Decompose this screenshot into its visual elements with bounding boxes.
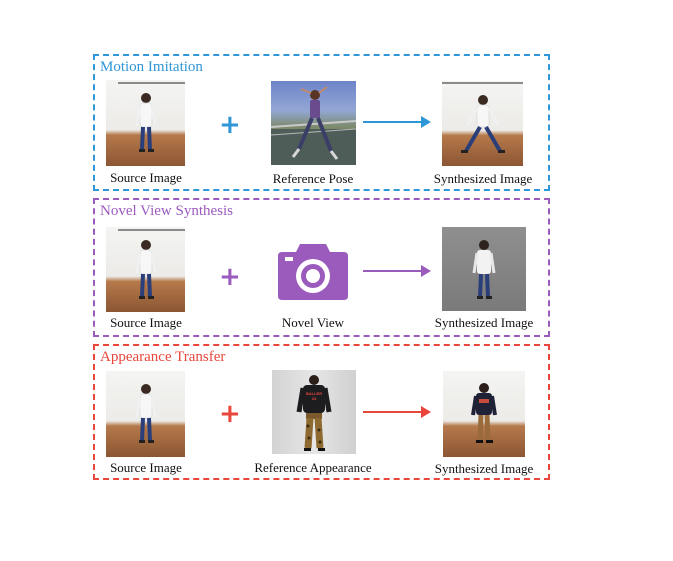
plus-sign: +	[219, 399, 241, 429]
novel-view-caption: Novel View	[281, 315, 345, 330]
dancer-figure	[271, 86, 356, 165]
panel-title: Novel View Synthesis	[100, 202, 233, 220]
source-image-caption: Source Image	[110, 170, 182, 185]
novel-view-synthesis-panel: Novel View Synthesis	[93, 198, 550, 337]
motion-imitation-panel: Motion Imitation	[93, 54, 550, 191]
source-image-caption: Source Image	[110, 315, 182, 330]
source-image	[106, 227, 185, 312]
camera-icon	[278, 244, 348, 300]
synthesized-image-caption: Synthesized Image	[434, 461, 534, 476]
plus-sign: +	[219, 110, 241, 140]
reference-appearance-caption: Reference Appearance	[254, 460, 372, 475]
arrow-icon	[363, 116, 431, 128]
shirt-print-text: BALLER 23	[305, 391, 323, 401]
panel-title: Motion Imitation	[100, 58, 203, 76]
reference-pose-image	[271, 81, 356, 165]
arrow-icon	[363, 265, 431, 277]
source-image	[106, 80, 185, 166]
person-figure	[472, 240, 496, 299]
synthesized-image	[442, 227, 526, 311]
appearance-transfer-panel: Appearance Transfer	[93, 344, 550, 480]
reference-pose-caption: Reference Pose	[272, 171, 354, 186]
reference-appearance-image: BALLER 23	[272, 370, 356, 454]
source-image	[106, 371, 185, 457]
plus-sign: +	[219, 262, 241, 292]
person-figure	[135, 384, 157, 443]
person-figure	[471, 383, 497, 443]
synthesized-image-caption: Synthesized Image	[433, 171, 533, 186]
person-figure	[118, 229, 185, 299]
person-figure	[442, 82, 523, 153]
panel-title: Appearance Transfer	[100, 348, 226, 366]
synthesized-image-caption: Synthesized Image	[434, 315, 534, 330]
synthesized-image	[442, 81, 523, 166]
person-figure	[118, 82, 185, 152]
synthesized-image	[443, 371, 525, 457]
source-image-caption: Source Image	[110, 460, 182, 475]
arrow-icon	[363, 406, 431, 418]
person-figure	[296, 375, 332, 451]
